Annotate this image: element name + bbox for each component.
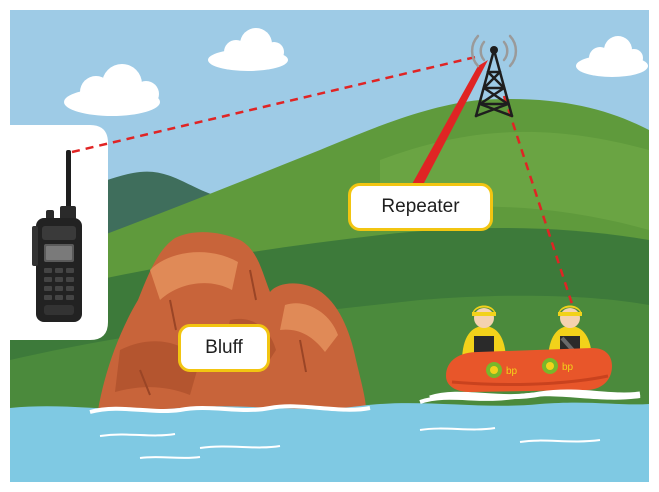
svg-text:bp: bp [562,362,574,373]
repeater-label: Repeater [348,183,493,231]
svg-text:bp: bp [506,366,518,377]
water [10,403,649,482]
bluff-label: Bluff [178,324,270,372]
